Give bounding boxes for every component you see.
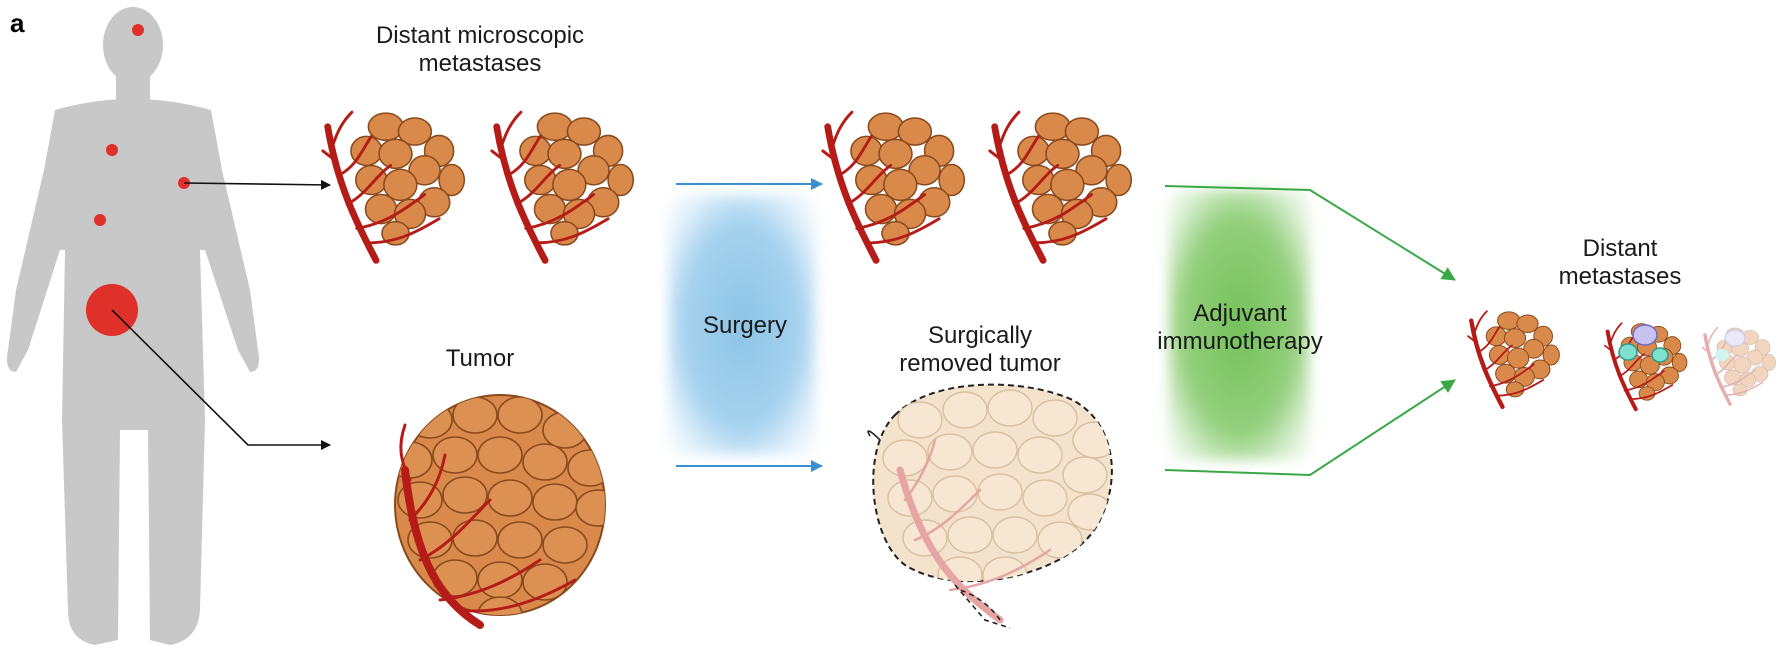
human-silhouette	[7, 7, 259, 645]
label-distant-microscopic-metastases: Distant microscopic metastases	[335, 22, 625, 78]
micro-metastasis-cluster-1	[323, 112, 464, 260]
label-adjuvant-immunotherapy: Adjuvant immunotherapy	[1140, 300, 1340, 356]
distant-metastasis-cluster-3	[1703, 328, 1776, 405]
label-surgically-removed-tumor: Surgically removed tumor	[860, 322, 1100, 378]
label-distant-metastases: Distant metastases	[1535, 235, 1705, 291]
micro-metastasis-cluster-3	[823, 112, 964, 260]
immuno-arrow-top	[1165, 186, 1455, 280]
label-tumor: Tumor	[420, 345, 540, 373]
distant-metastasis-cluster-2	[1605, 323, 1687, 409]
removed-tumor-illustration	[868, 385, 1117, 628]
immuno-arrow-bottom	[1165, 380, 1455, 475]
label-surgery: Surgery	[680, 312, 810, 340]
tumor-illustration	[388, 395, 620, 633]
micro-metastasis-cluster-4	[990, 112, 1131, 260]
distant-metastasis-cluster-1	[1468, 311, 1559, 407]
micro-metastasis-cluster-2	[492, 112, 633, 260]
